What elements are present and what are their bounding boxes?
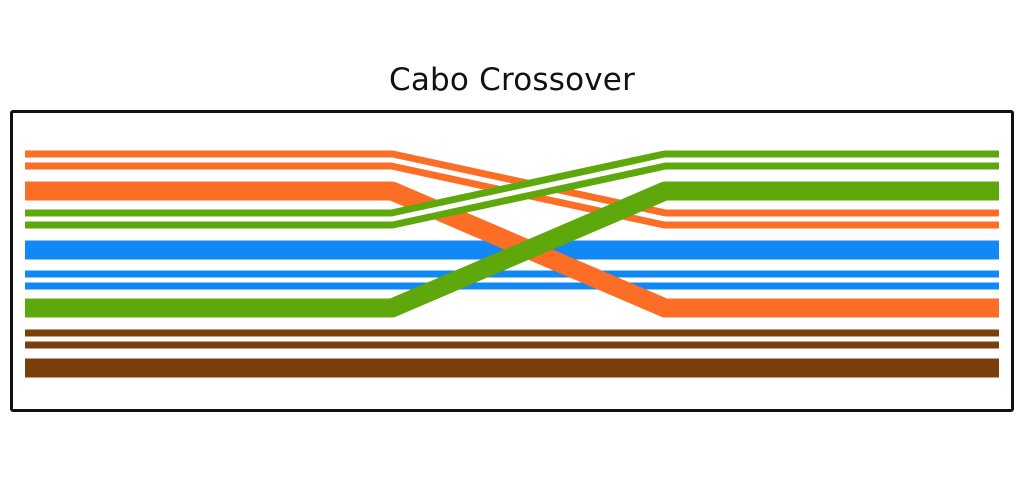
wire-white-green <box>25 150 999 229</box>
diagram-title: Cabo Crossover <box>388 62 636 98</box>
wire-green <box>25 181 999 318</box>
wire-white-green-stripe <box>25 157 999 222</box>
cable-frame <box>10 110 1014 412</box>
wire-green-body <box>25 181 999 318</box>
